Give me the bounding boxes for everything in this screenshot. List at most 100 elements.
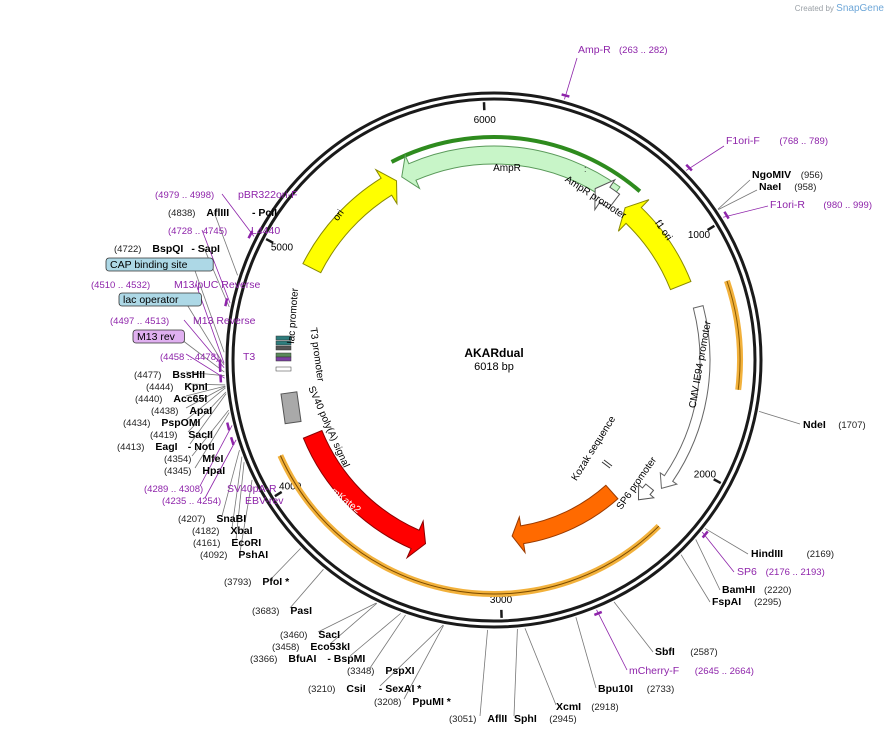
highlight-ampr [390,135,642,193]
label-sp6[interactable]: SP6(2176 .. 2193) [737,566,825,578]
label-name-kpni: KpnI [184,381,207,393]
label-pos-sbfi: (2587) [690,647,717,658]
connector-ebv-rev [204,439,237,499]
connector-lac-operator [185,302,225,366]
label-box-lac-operator [118,292,202,307]
label-eco53ki[interactable]: (3458)Eco53kI [272,641,350,653]
label-bfuai[interactable]: (3366)BfuAI- BspMI [250,653,365,665]
connector-mfei [191,409,229,457]
connector-fspai [680,554,711,603]
label-bamhi[interactable]: BamHI(2220) [722,584,791,596]
label-xcmi[interactable]: XcmI(2918) [556,701,619,713]
label-name-ppumi: PpuMI * [412,696,451,708]
label-bpu10i[interactable]: Bpu10I(2733) [598,683,674,695]
label-range-sp6: (2176 .. 2193) [766,567,825,578]
label-pasi[interactable]: (3683)PasI [252,605,312,617]
label-pos-saci: (3460) [280,630,307,641]
label-ngomiv[interactable]: NgoMIV(956) [752,169,823,181]
label-pspxi[interactable]: (3348)PspXI [347,665,415,677]
label-kpni[interactable]: (4444) KpnI [146,381,208,393]
label-sphi[interactable]: SphI(2945) [514,713,577,725]
connector-sacii [187,391,227,433]
label-bsshii[interactable]: (4477)BssHII [134,369,205,381]
label-afliii[interactable]: (3051)AflII [449,713,507,725]
label-mcherry-f[interactable]: mCherry-F(2645 .. 2664) [629,665,754,677]
label-f1ori-f[interactable]: F1ori-F(768 .. 789) [726,135,828,147]
label-pos-hpai: (4345) [164,466,191,477]
label-name-m13-reverse: M13 Reverse [193,315,256,327]
label-pspomi[interactable]: (4434)PspOMI [123,417,201,429]
label-sacii[interactable]: (4419)SacII [150,429,213,441]
plasmid-size: 6018 bp [474,361,514,373]
label-t3[interactable]: (4458 .. 4478)T3 [160,351,255,363]
highlight-cmv-core [726,280,741,390]
label-hindiii[interactable]: HindIII(2169) [751,548,834,560]
label-acc65i[interactable]: (4440)Acc65I [135,393,207,405]
label-name-bfuai: BfuAI [288,653,316,665]
label-ppumi[interactable]: (3208)PpuMI * [374,696,452,708]
label-pos-bamhi: (2220) [764,585,791,596]
label-ndei[interactable]: NdeI(1707) [803,419,866,431]
tick-1000 [706,224,716,232]
label-bspqi[interactable]: (4722)BspQI- SapI [114,243,220,255]
label-pbr322[interactable]: (4979 .. 4998)pBR322ori-F [155,189,298,201]
tick-label-4000: 4000 [279,482,302,493]
label-f1ori-r[interactable]: F1ori-R(980 .. 999) [770,199,872,211]
label-apai[interactable]: (4438)ApaI [151,405,212,417]
label-range-mcherry-f: (2645 .. 2664) [695,666,754,677]
label-mfei[interactable]: (4354)MfeI [164,453,223,465]
label-pos-eco53ki: (3458) [272,642,299,653]
label-m13rev[interactable]: M13 rev [132,329,185,344]
label-name-afliii: AflII [487,713,507,725]
label-fspai[interactable]: FspAI(2295) [712,596,781,608]
label-eagi[interactable]: (4413)EagI- NotI [117,441,215,453]
label-t3-promoter: T3 promoter [307,327,326,383]
tick-label-3000: 3000 [490,595,513,606]
label-name-naei: NaeI [759,181,781,193]
label-ecori[interactable]: (4161)EcoRI [193,537,261,549]
label-name-lac-operator: lac operator [123,294,179,306]
label-sp6-promoter: SP6 promoter [615,455,660,512]
label-pos-hindiii: (2169) [807,549,834,560]
label-xbai[interactable]: (4182)XbaI [192,525,253,537]
connector-ecori [235,462,245,541]
connector-pasi [289,569,324,609]
label-extra-csii: - SexAI * [379,683,423,695]
tick-2000 [713,478,722,485]
label-afliii2[interactable]: (4838)AflIII- PciI [168,207,277,219]
label-pfoi[interactable]: (3793)PfoI * [224,576,290,588]
label-sbfi[interactable]: SbfI(2587) [655,646,718,658]
connector-pspomi [185,387,226,421]
connector-ppumi [403,625,444,700]
feature-lac-glyph-3 [275,352,292,358]
label-m13-reverse[interactable]: (4497 .. 4513)M13 Reverse [110,315,256,327]
label-sv40pa-r[interactable]: (4289 .. 4308)SV40pA-R [144,483,277,495]
label-snabi[interactable]: (4207)SnaBI [178,513,246,525]
label-m13puc-reverse[interactable]: (4510 .. 4532)M13/pUC Reverse [91,279,261,291]
label-pos-naei: (958) [794,182,816,193]
label-pos-kpni: (4444) [146,382,173,393]
label-pos-acc65i: (4440) [135,394,162,405]
label-cap[interactable]: CAP binding site [105,257,214,272]
label-hpai[interactable]: (4345)HpaI [164,465,225,477]
connector-xcmi [524,628,557,706]
label-csii[interactable]: (3210)CsiI- SexAI * [308,683,422,695]
connector-f1ori-f [686,145,725,171]
label-ebv-rev[interactable]: (4235 .. 4254)EBV-rev [162,495,284,507]
label-pos-snabi: (4207) [178,514,205,525]
tick-4000 [274,490,283,498]
label-l4440[interactable]: (4728 .. 4745)L4440 [168,225,280,237]
label-name-sphi: SphI [514,713,537,725]
connector-mcherry-f [596,609,628,671]
label-range-m13puc-reverse: (4510 .. 4532) [91,280,150,291]
connector-sp6 [701,531,735,573]
primer-mark-sv40pa-r [226,422,231,431]
tick-label-2000: 2000 [694,470,717,481]
label-naei[interactable]: NaeI (958) [759,181,816,193]
label-saci[interactable]: (3460)SacI [280,629,340,641]
label-lac-operator[interactable]: lac operator [118,292,202,307]
label-ampr-r[interactable]: Amp-R(263 .. 282) [578,44,668,56]
feature-kozak-a [601,461,611,469]
label-pshai[interactable]: (4092)PshAI [200,549,268,561]
feature-sv40-polya [280,391,302,425]
